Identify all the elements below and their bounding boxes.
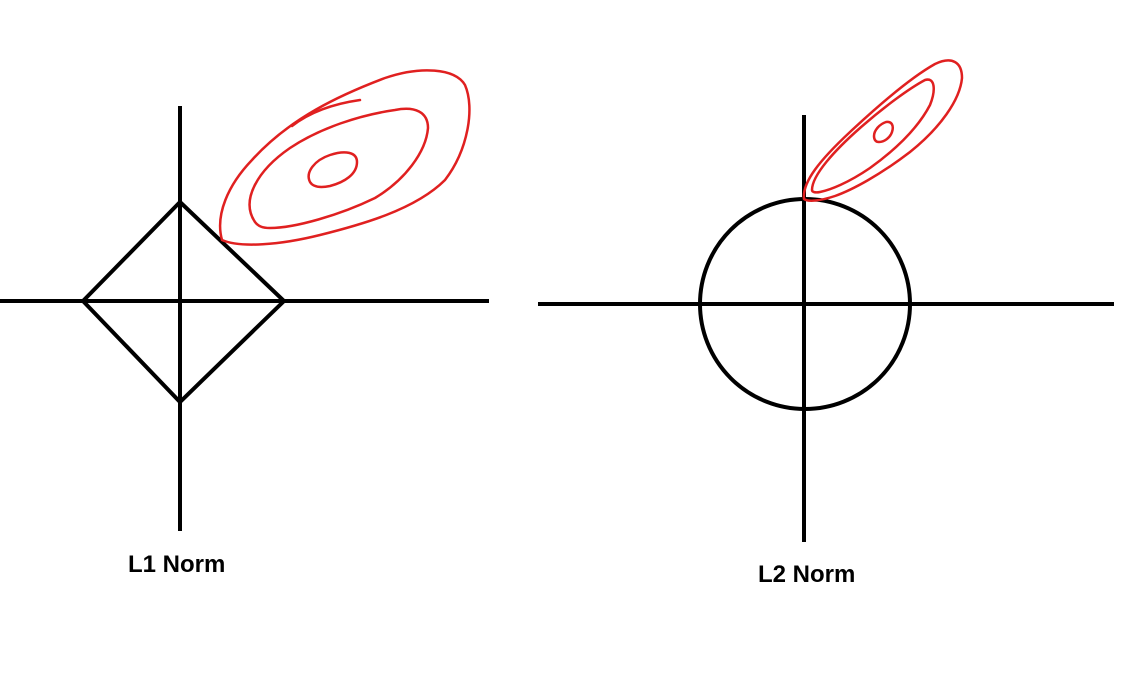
l2-contour-inner (872, 120, 894, 144)
l1-contour-middle (248, 107, 430, 230)
l2-contour-outer (802, 59, 964, 202)
l1-norm-label: L1 Norm (128, 551, 226, 578)
l2-contour-middle (810, 78, 935, 194)
l1-contour-outer (218, 69, 471, 246)
l2-loss-contours (802, 59, 964, 202)
l2-norm-label: L2 Norm (758, 561, 856, 588)
l1-contour-stroke (290, 98, 362, 128)
l1-panel (0, 69, 489, 531)
l1-contour-inner (307, 151, 359, 189)
l1-diamond-constraint (80, 199, 287, 405)
l1-loss-contours (218, 69, 471, 246)
l2-panel (538, 59, 1114, 542)
